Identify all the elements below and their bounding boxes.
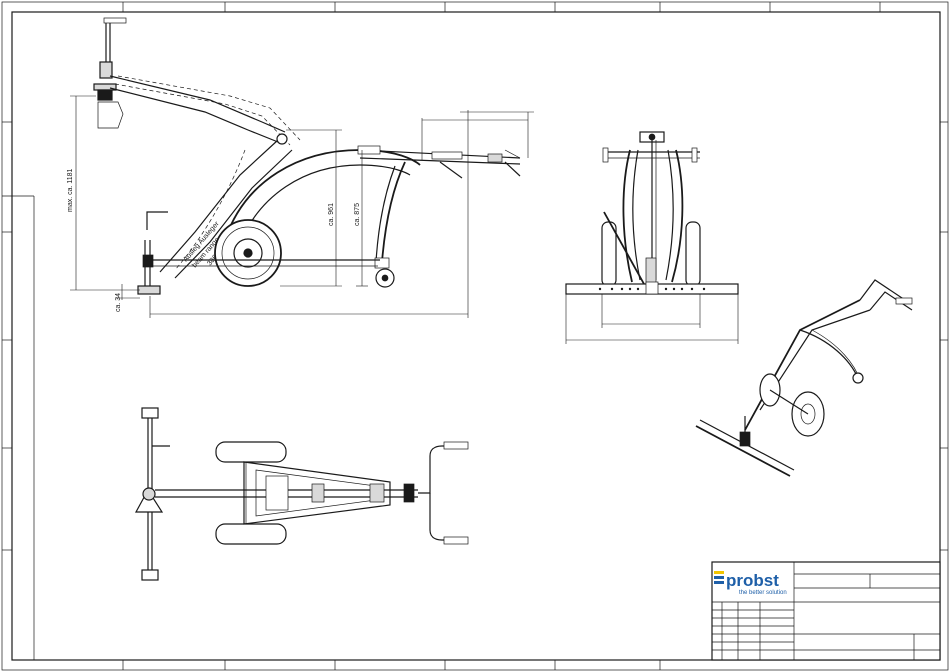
brand-name: probst xyxy=(726,571,779,590)
dim-height-961: ca. 961 xyxy=(328,203,335,226)
front-view xyxy=(566,132,738,344)
title-block: probst the better solution xyxy=(712,562,940,660)
binding-strip xyxy=(2,196,34,660)
dim-max-height: max. ca. 1181 xyxy=(67,168,74,212)
logo-mark-icon xyxy=(714,571,724,574)
isometric-view xyxy=(696,280,912,476)
dim-ground-offset: ca. 34 xyxy=(115,293,122,312)
brand-tagline: the better solution xyxy=(739,590,787,596)
side-view: Ausleg Ausleger beam range 386 xyxy=(67,18,534,318)
top-view xyxy=(136,408,468,580)
dim-height-875: ca. 875 xyxy=(354,203,361,226)
